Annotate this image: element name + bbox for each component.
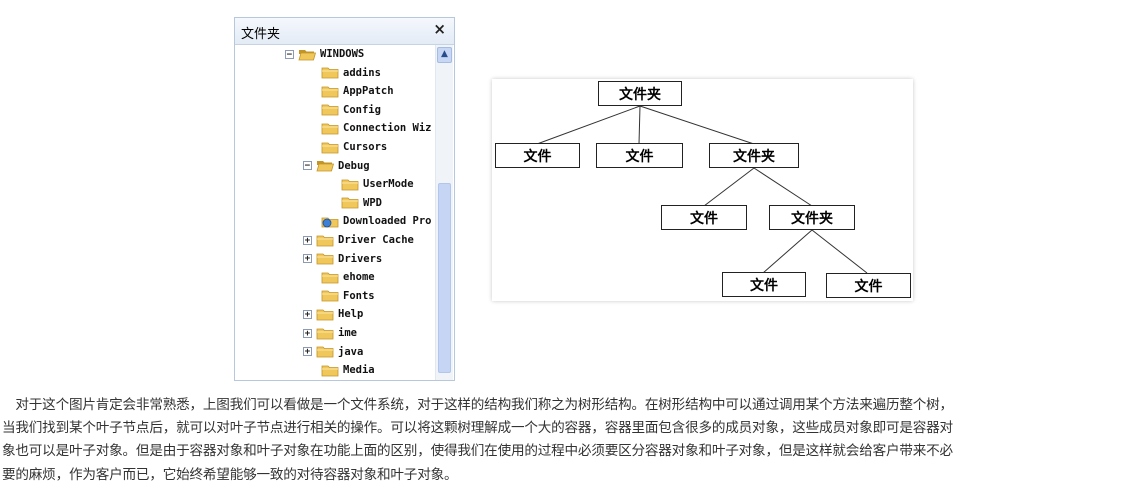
folder-icon xyxy=(321,272,339,284)
tree-item-label: Cursors xyxy=(343,141,388,153)
folder-icon xyxy=(321,86,339,98)
collapse-icon[interactable]: − xyxy=(285,49,294,60)
tree-item[interactable]: + java xyxy=(303,343,363,361)
expand-icon[interactable]: + xyxy=(303,347,312,358)
collapse-icon[interactable]: − xyxy=(303,161,312,172)
tree-item[interactable]: addins xyxy=(321,64,381,82)
diagram-node-file: 文件 xyxy=(826,273,911,298)
folder-icon xyxy=(321,365,339,377)
folder-icon xyxy=(341,179,359,191)
folder-icon xyxy=(321,67,339,79)
tree-item[interactable]: Config xyxy=(321,101,381,119)
diagram-node-file: 文件 xyxy=(661,205,747,230)
tree-item[interactable]: AppPatch xyxy=(321,82,394,100)
tree-item-label: Drivers xyxy=(338,252,383,265)
diagram-node-file: 文件 xyxy=(596,143,683,168)
paragraph-line: 象也可以是叶子对象。但是由于容器对象和叶子对象在功能上面的区别，使得我们在使用的… xyxy=(2,443,953,460)
folder-icon xyxy=(321,123,339,135)
tree-item[interactable]: Cursors xyxy=(321,138,387,156)
tree-item-label: Driver Cache xyxy=(338,234,414,246)
tree-item[interactable]: Media xyxy=(321,361,375,379)
tree-item[interactable]: − Debug xyxy=(303,157,370,175)
tree-item-label: Connection Wiz xyxy=(343,122,432,135)
paragraph-line: 对于这个图片肯定会非常熟悉，上图我们可以看做是一个文件系统，对于这样的结构我们称… xyxy=(2,397,953,413)
diagram-node-folder: 文件夹 xyxy=(709,143,799,168)
tree-item-label: WPD xyxy=(363,196,382,209)
tree-item-label: Config xyxy=(343,103,381,116)
expand-icon[interactable]: + xyxy=(303,254,312,265)
tree-item[interactable]: + ime xyxy=(303,324,357,342)
folder-icon xyxy=(316,253,334,265)
diagram-node-folder: 文件夹 xyxy=(769,205,855,230)
folder-icon xyxy=(321,142,339,153)
folder-icon xyxy=(321,104,339,116)
diagram-connectors xyxy=(536,105,868,274)
tree-item[interactable]: + Drivers xyxy=(303,250,382,268)
tree-item-label: UserMode xyxy=(363,178,414,191)
tree-item[interactable]: WPD xyxy=(341,194,382,212)
tree-structure-diagram: 文件夹 文件 文件 文件夹 文件 文件夹 文件 文件 xyxy=(492,79,913,301)
close-icon[interactable]: × xyxy=(433,20,446,38)
body-paragraph: 对于这个图片肯定会非常熟悉，上图我们可以看做是一个文件系统，对于这样的结构我们称… xyxy=(2,394,1136,487)
expand-icon[interactable]: + xyxy=(303,235,312,246)
tree-item-label: ime xyxy=(338,327,357,339)
diagram-node-file: 文件 xyxy=(722,272,806,297)
tree-item[interactable]: Fonts xyxy=(321,287,375,305)
tree-item[interactable]: + Driver Cache xyxy=(303,231,414,249)
tree-item-label: AppPatch xyxy=(343,85,394,98)
folder-icon xyxy=(316,328,334,339)
folder-icon xyxy=(316,346,334,358)
tree-item-label: java xyxy=(338,345,364,358)
paragraph-line: 当我们找到某个叶子节点后，就可以对叶子节点进行相关的操作。可以将这颗树理解成一个… xyxy=(2,420,953,437)
folder-icon xyxy=(316,309,334,321)
tree-item[interactable]: + Help xyxy=(303,305,363,323)
tree-item-label: Help xyxy=(338,308,364,321)
tree-item[interactable]: Downloaded Pro xyxy=(321,212,432,230)
tree-item[interactable]: Connection Wiz xyxy=(321,119,432,137)
explorer-header: 文件夹 × xyxy=(235,18,454,45)
expand-icon[interactable]: + xyxy=(303,309,312,320)
tree-item[interactable]: ehome xyxy=(321,268,375,286)
diagram-node-file: 文件 xyxy=(495,143,580,168)
scroll-thumb[interactable] xyxy=(438,183,451,373)
tree-item[interactable]: − WINDOWS xyxy=(285,45,364,63)
tree-item-label: Fonts xyxy=(343,289,375,302)
paragraph-line: 要的麻烦，作为客户而已，它始终希望能够一致的对待容器对象和叶子对象。 xyxy=(2,466,458,483)
vertical-scrollbar[interactable]: ▲ xyxy=(435,45,453,380)
tree-item-label: ehome xyxy=(343,271,375,284)
folder-open-icon xyxy=(298,49,316,60)
folder-open-icon xyxy=(316,161,334,172)
diagram-root-folder: 文件夹 xyxy=(598,81,682,106)
expand-icon[interactable]: + xyxy=(303,328,312,339)
tree-item-label: Downloaded Pro xyxy=(343,215,432,228)
tree-item[interactable]: UserMode xyxy=(341,175,414,193)
special-folder-icon xyxy=(321,217,339,228)
folder-icon xyxy=(316,235,334,246)
scroll-up-arrow-icon[interactable]: ▲ xyxy=(437,47,452,63)
tree-item-label: Debug xyxy=(338,159,370,172)
tree-item-label: Media xyxy=(343,364,375,377)
tree-item-label: addins xyxy=(343,66,381,79)
tree-item-label: WINDOWS xyxy=(320,48,365,60)
folder-icon xyxy=(321,290,339,302)
explorer-title: 文件夹 xyxy=(241,27,281,42)
folder-icon xyxy=(341,197,359,209)
